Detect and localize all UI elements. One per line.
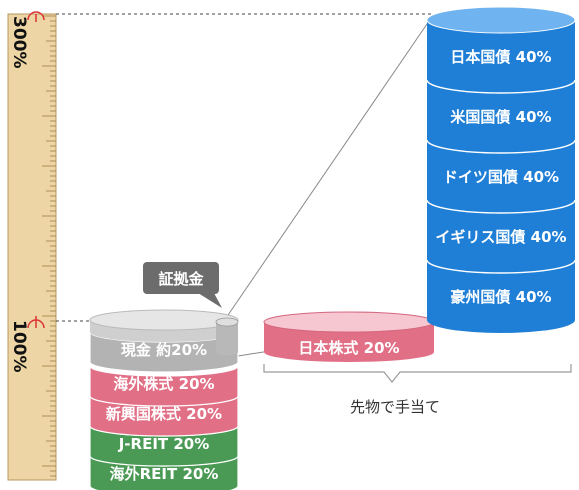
blue-stack: 日本国債 40% 米国国債 40% ドイツ国債 40% イギリス国債 40% 豪州国債 … bbox=[426, 6, 576, 333]
blue-stack-top bbox=[426, 6, 576, 34]
blue-stack-divider bbox=[426, 139, 576, 154]
ruler-marker-300 bbox=[27, 11, 45, 21]
blue-stack-divider bbox=[426, 259, 576, 274]
blue-stack-layer-label: ドイツ国債 40% bbox=[443, 168, 559, 186]
left-stack: 海外REIT 20% J-REIT 20% 新興国株式 20% 海外株式 20% 現金 … bbox=[89, 309, 239, 490]
left-stack-top bbox=[89, 309, 239, 331]
left-stack-layer-label: 新興国株式 20% bbox=[106, 405, 222, 423]
left-stack-layer-label: 海外株式 20% bbox=[113, 375, 214, 393]
blue-stack-body bbox=[427, 20, 575, 333]
futures-bracket: 先物で手当て bbox=[263, 364, 572, 416]
margin-callout: 証拠金 bbox=[143, 262, 222, 308]
left-stack-layer-label: 現金 約20% bbox=[121, 341, 207, 359]
blue-stack-divider bbox=[426, 79, 576, 94]
blue-stack-layer-label: 米国国債 40% bbox=[450, 108, 551, 126]
margin-cylinder bbox=[215, 317, 239, 356]
pink-cylinder: 日本株式 20% bbox=[263, 311, 435, 362]
blue-stack-layer-label: イギリス国債 40% bbox=[435, 228, 566, 246]
futures-bracket-label: 先物で手当て bbox=[350, 398, 440, 416]
margin-callout-label: 証拠金 bbox=[158, 270, 204, 288]
left-stack-layer bbox=[89, 365, 239, 407]
connector-line-top bbox=[225, 23, 428, 319]
blue-stack-layer-label: 豪州国債 40% bbox=[450, 288, 551, 306]
ruler: 300% 100% bbox=[7, 11, 57, 481]
blue-stack-layer-label: 日本国債 40% bbox=[450, 48, 551, 66]
ruler-ticks bbox=[42, 15, 56, 477]
pink-cylinder-label: 日本株式 20% bbox=[298, 339, 399, 357]
ruler-label-100: 100% bbox=[9, 320, 29, 373]
left-stack-layer-label: 海外REIT 20% bbox=[110, 465, 219, 483]
blue-stack-divider bbox=[426, 199, 576, 214]
left-stack-layer-label: J-REIT 20% bbox=[118, 435, 210, 453]
ruler-label-300: 300% bbox=[9, 16, 29, 69]
